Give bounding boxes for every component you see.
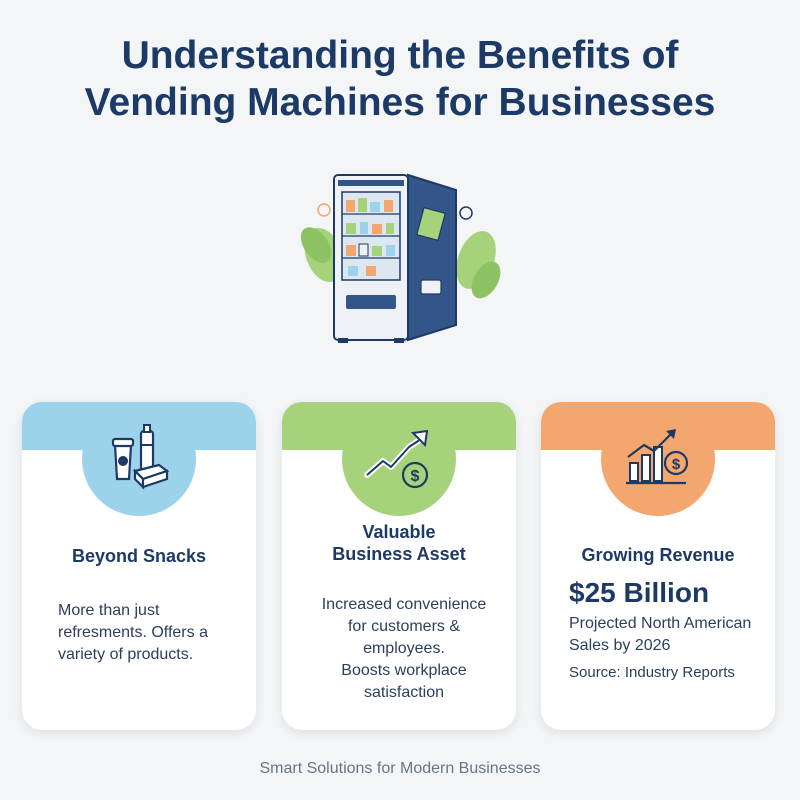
card-beyond-snacks: Beyond Snacks More than just refresments… <box>22 402 256 730</box>
page-title: Understanding the Benefits of Vending Ma… <box>0 32 800 126</box>
desc-line: Projected North American <box>569 615 752 632</box>
card-icon-circle <box>82 402 196 516</box>
card-icon-circle: $ <box>342 402 456 516</box>
title-line: Business Asset <box>332 544 466 564</box>
card-icon-circle: $ <box>601 402 715 516</box>
card-growing-revenue: $ Growing Revenue $25 Billion Projected … <box>541 402 775 730</box>
card-title: Beyond Snacks <box>71 546 207 566</box>
title-line: Valuable <box>362 522 436 542</box>
growth-chart-dollar-icon: $ <box>364 429 429 489</box>
card-description: Projected North American Sales by 2026 <box>569 613 751 657</box>
svg-text:$: $ <box>411 468 420 485</box>
desc-line: variety of products. <box>58 646 194 663</box>
svg-text:$: $ <box>672 456 681 473</box>
card-title: Growing Revenue <box>581 545 735 565</box>
title-line-2: Vending Machines for Businesses <box>84 81 716 124</box>
desc-line: Boosts workplace <box>341 662 467 679</box>
card-title: Valuable Business Asset <box>282 521 516 565</box>
desc-line: employees. <box>363 640 445 657</box>
desc-line: More than just <box>58 602 160 619</box>
vending-machine-illustration <box>296 150 506 345</box>
revenue-value: $25 Billion <box>569 577 710 608</box>
title-line-1: Understanding the Benefits of <box>121 34 679 77</box>
card-description: More than just refresments. Offers a var… <box>58 600 208 666</box>
desc-line: for customers & <box>347 618 461 635</box>
card-description: Increased convenience for customers & em… <box>314 594 494 704</box>
desc-line: satisfaction <box>363 684 445 701</box>
card-valuable-business-asset: $ Valuable Business Asset Increased conv… <box>282 402 516 730</box>
desc-line: Sales by 2026 <box>569 637 671 654</box>
desc-line: Increased convenience <box>321 596 487 613</box>
desc-line: refresments. Offers a <box>58 624 208 641</box>
snacks-icon <box>111 424 170 490</box>
footer-tagline: Smart Solutions for Modern Businesses <box>259 760 541 777</box>
bar-chart-dollar-icon: $ <box>626 429 689 485</box>
source-note: Source: Industry Reports <box>569 664 735 681</box>
